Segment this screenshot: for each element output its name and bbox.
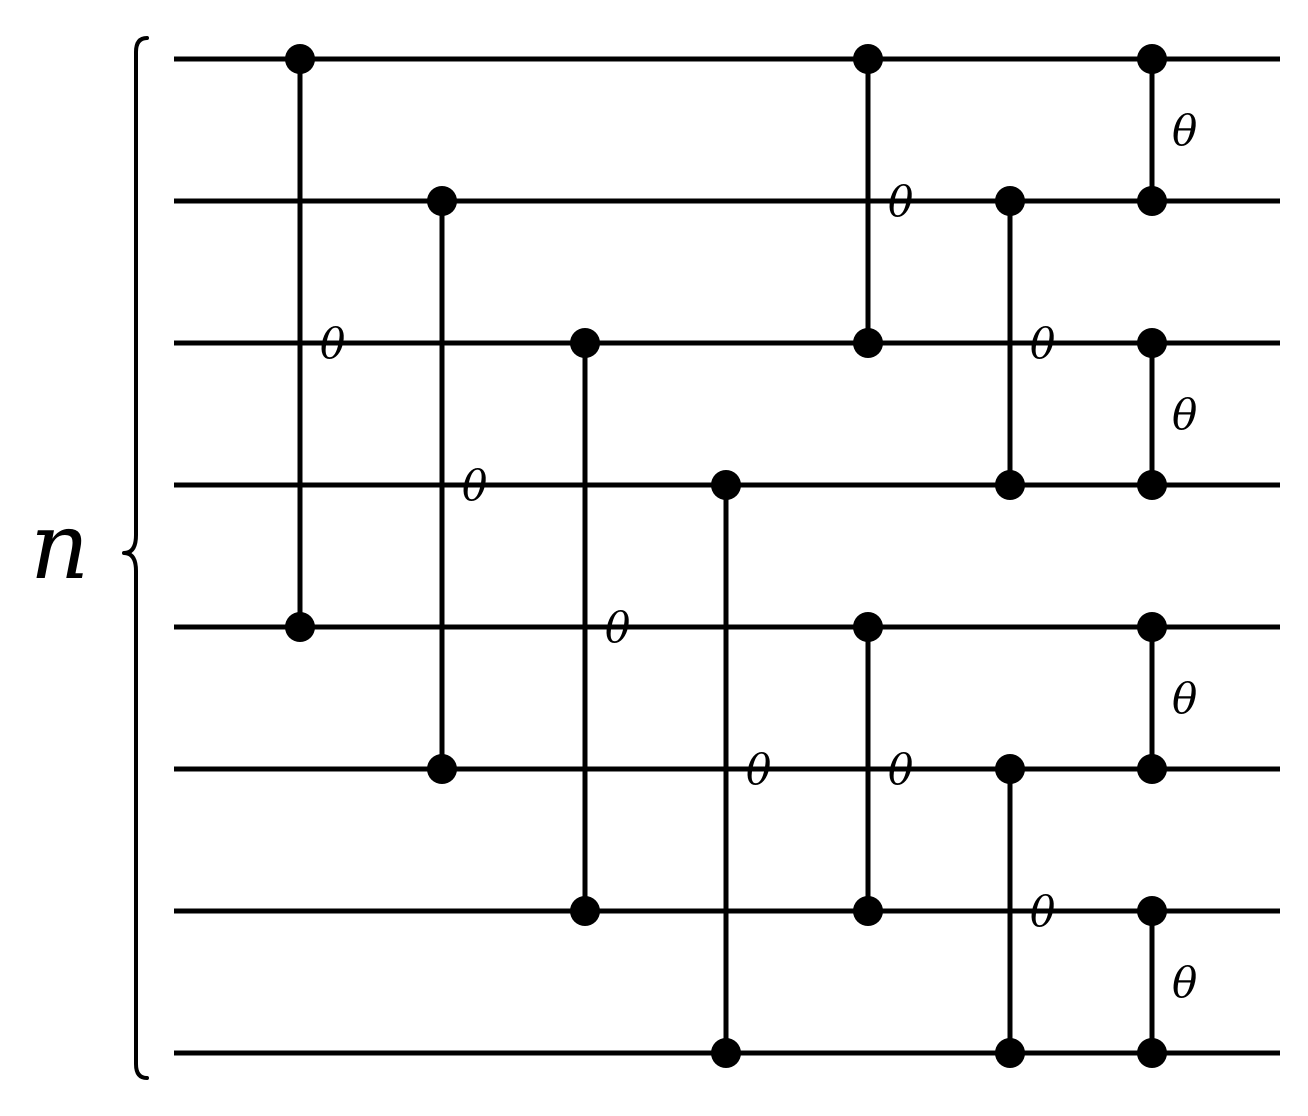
control-dot <box>853 328 883 358</box>
angle-label: θ <box>888 177 913 226</box>
control-dot <box>853 896 883 926</box>
angle-label: θ <box>1172 106 1197 155</box>
control-dot <box>995 1038 1025 1068</box>
angle-label: θ <box>1172 674 1197 723</box>
control-dot <box>1137 186 1167 216</box>
control-dot <box>1137 612 1167 642</box>
control-dot <box>995 470 1025 500</box>
control-dot <box>711 1038 741 1068</box>
angle-label: θ <box>1172 390 1197 439</box>
angle-label: θ <box>746 745 771 794</box>
register-label: n <box>30 493 89 600</box>
control-dot <box>1137 44 1167 74</box>
angle-label: θ <box>462 461 487 510</box>
control-dot <box>995 186 1025 216</box>
control-dot <box>1137 470 1167 500</box>
control-dot <box>1137 1038 1167 1068</box>
control-dot <box>711 470 741 500</box>
control-dot <box>427 186 457 216</box>
control-dot <box>853 612 883 642</box>
angle-label: θ <box>320 319 345 368</box>
angle-label: θ <box>605 603 630 652</box>
control-dot <box>1137 328 1167 358</box>
control-dot <box>995 754 1025 784</box>
control-dot <box>570 896 600 926</box>
control-dot <box>285 44 315 74</box>
control-dot <box>853 44 883 74</box>
gate-angle-labels: θ θ θ θ θ θ θ θ θ θ θ θ <box>320 106 1197 1007</box>
controlled-phase-gates <box>285 44 1167 1068</box>
control-dot <box>1137 896 1167 926</box>
control-dot <box>427 754 457 784</box>
angle-label: θ <box>888 745 913 794</box>
angle-label: θ <box>1030 319 1055 368</box>
control-dot <box>570 328 600 358</box>
control-dot <box>285 612 315 642</box>
angle-label: θ <box>1172 958 1197 1007</box>
angle-label: θ <box>1030 887 1055 936</box>
register-brace <box>122 36 149 1080</box>
control-dot <box>1137 754 1167 784</box>
